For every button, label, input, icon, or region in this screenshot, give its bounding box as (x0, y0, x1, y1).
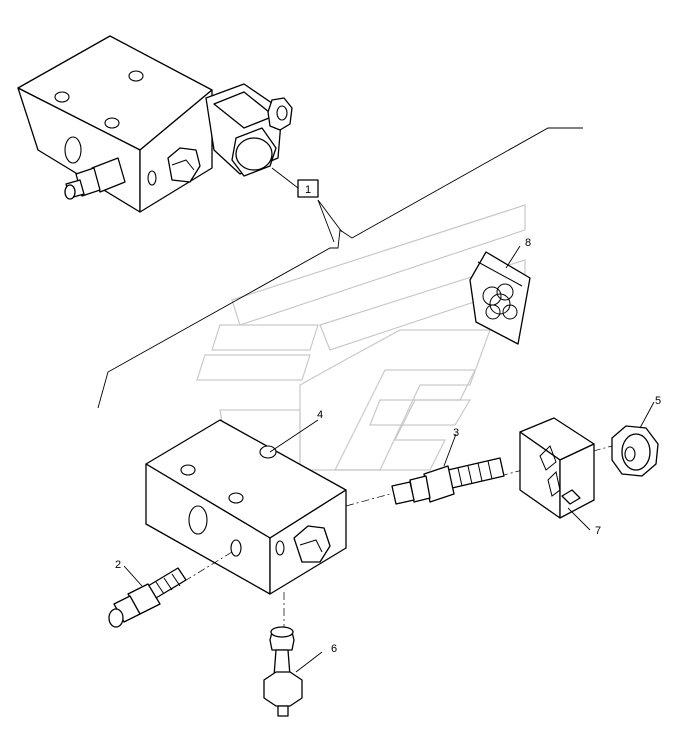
valve-block: 4 (145, 409, 347, 595)
callout-6-label: 6 (331, 643, 337, 655)
callout-2-label: 2 (115, 559, 121, 571)
callout-1: 1 (271, 167, 343, 243)
solenoid-coil: 7 (519, 417, 601, 537)
callout-8-label: 8 (525, 237, 531, 249)
coil-nut: 5 (611, 395, 661, 477)
plug: 6 (263, 626, 337, 717)
solenoid-cartridge: 3 (391, 427, 505, 505)
callout-5-label: 5 (655, 395, 661, 407)
callout-7-label: 7 (595, 525, 601, 537)
watermark-logo (196, 204, 526, 471)
callout-4-label: 4 (317, 409, 323, 421)
callout-1-label: 1 (305, 184, 311, 196)
relief-valve-cartridge: 2 (108, 559, 187, 628)
callout-3-label: 3 (453, 427, 459, 439)
detail-bracket-lines (97, 127, 583, 409)
seal-kit-bag: 8 (469, 237, 531, 345)
assembled-valve-view (17, 35, 293, 213)
